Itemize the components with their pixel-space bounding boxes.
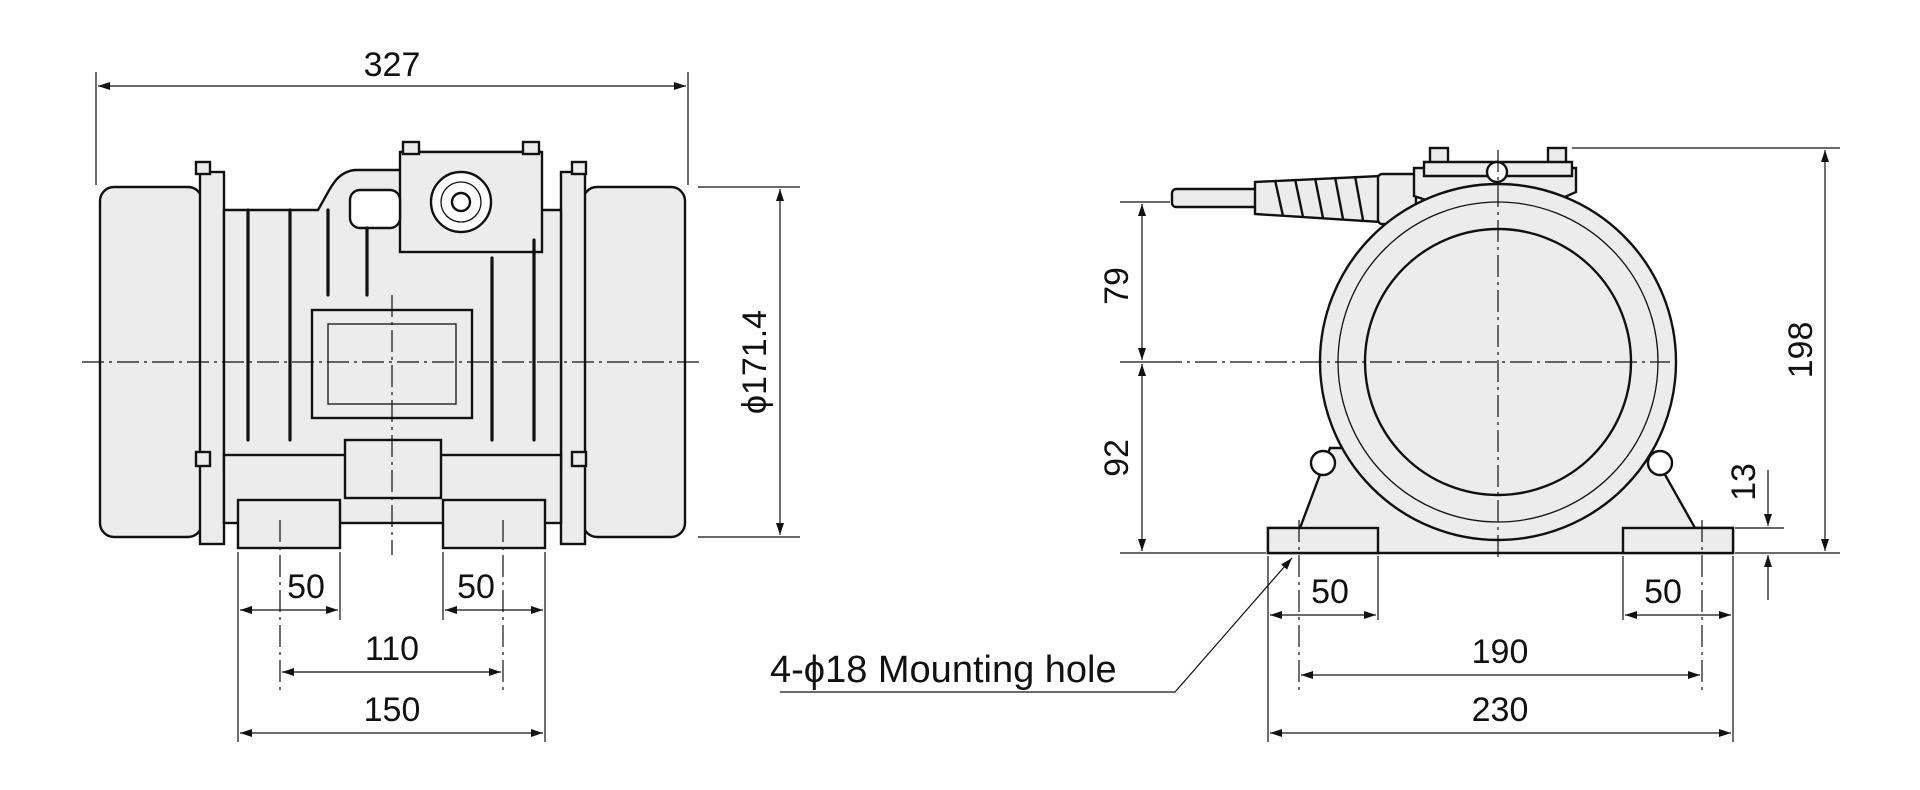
strain-relief-spiral: [1273, 175, 1365, 221]
flange-bolt: [194, 160, 212, 176]
left-end-cover: [98, 185, 204, 539]
cable-gland-mid: [440, 181, 482, 223]
foot-pad-right: [1621, 526, 1735, 555]
dim-side-foot-width-right: 50: [1644, 573, 1682, 611]
foot-left: [236, 498, 342, 550]
dim-lower-height: 92: [1098, 439, 1136, 477]
cooling-fins: [246, 208, 536, 442]
flange-bolt: [194, 450, 212, 468]
right-flange: [559, 170, 587, 546]
cable-gland-inner: [450, 191, 472, 213]
dim-hole-spacing: 190: [1472, 633, 1529, 671]
dim-upper-height: 79: [1098, 267, 1136, 305]
dim-inner-spacing: 110: [365, 630, 419, 668]
lifting-eye: [348, 188, 402, 230]
side-view: 79 92 198 13 50 50 190 230 4-ϕ18 Mountin…: [770, 146, 1840, 742]
dim-outer-spacing: 150: [364, 691, 421, 729]
side-bolt: [1309, 449, 1337, 477]
foot-pad-left: [1266, 526, 1380, 555]
terminal-box-bolt: [521, 140, 541, 156]
flange-bolt: [570, 450, 588, 468]
dim-diameter: ϕ171.4: [736, 310, 774, 414]
dim-side-foot-width-left: 50: [1311, 573, 1349, 611]
power-cable: [1170, 187, 1264, 209]
terminal-box-bolt: [401, 140, 421, 156]
mounting-hole-leader: [780, 557, 1293, 693]
foot-web: [343, 438, 443, 500]
dim-overall-length: 327: [364, 46, 421, 84]
dim-foot-thickness: 13: [1725, 463, 1763, 501]
dim-foot-width-right: 50: [457, 568, 495, 606]
top-lift-hole: [1485, 160, 1509, 184]
front-view: 327 ϕ171.4 50 50 110 150: [82, 46, 800, 742]
mounting-hole-note: 4-ϕ18 Mounting hole: [770, 649, 1117, 691]
dim-total-height: 198: [1782, 322, 1820, 379]
dim-foot-width-left: 50: [287, 568, 325, 606]
side-bolt: [1646, 449, 1674, 477]
dim-base-length: 230: [1472, 691, 1529, 729]
foot-right: [441, 498, 547, 550]
flange-bolt: [570, 160, 588, 176]
left-flange: [198, 170, 226, 546]
